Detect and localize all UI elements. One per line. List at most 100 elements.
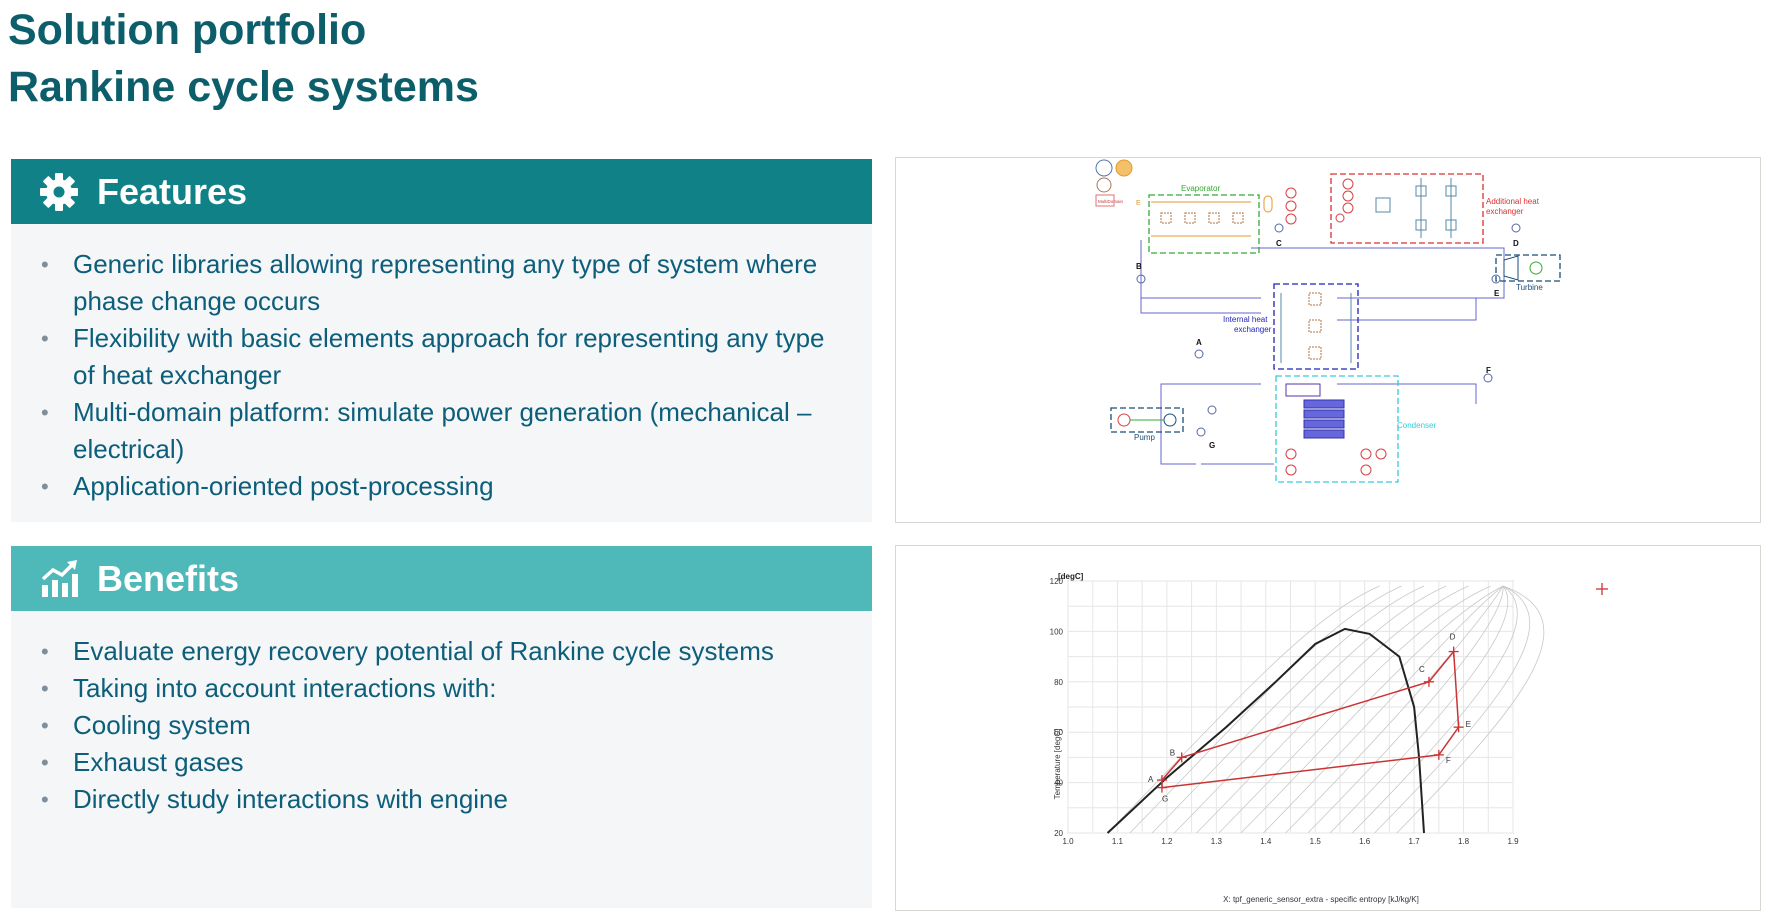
data-point: B: [1170, 748, 1187, 763]
x-tick-label: 1.9: [1507, 837, 1519, 846]
evaporator-e-tag: E: [1136, 200, 1141, 207]
condenser-core: [1303, 399, 1345, 439]
condenser-sources: [1285, 448, 1387, 476]
rankine-schematic-figure: MultiDomain Evaporator E: [895, 157, 1761, 523]
point-label-e: E: [1494, 289, 1500, 298]
cycle-piping: [1140, 240, 1505, 465]
data-point-label: B: [1170, 748, 1175, 757]
point-label-f: F: [1486, 366, 1491, 375]
internal-hx-box: [1273, 283, 1359, 370]
features-panel: Features Generic libraries allowing repr…: [11, 159, 872, 522]
list-item: Evaluate energy recovery potential of Ra…: [41, 633, 852, 670]
data-point-label: C: [1419, 665, 1425, 674]
y-axis-label: Temperature [degC]: [1053, 729, 1062, 800]
additional-hx-label-2: exchanger: [1486, 207, 1524, 216]
data-point: D: [1448, 633, 1459, 657]
isoline: [1151, 585, 1425, 834]
generator-shape: [1529, 261, 1543, 275]
x-tick-label: 1.6: [1359, 837, 1371, 846]
isoline: [1174, 585, 1447, 834]
pump-label: Pump: [1134, 433, 1155, 442]
x-axis-label: X: tpf_generic_sensor_extra - specific e…: [1223, 895, 1419, 904]
internal-hx-label-2: exchanger: [1234, 325, 1272, 334]
isoline: [1196, 585, 1469, 834]
title-line-2: Rankine cycle systems: [8, 63, 479, 111]
turbine-box: [1495, 254, 1561, 282]
pump-box: [1110, 407, 1184, 433]
data-point-label: A: [1148, 775, 1154, 784]
legend-icons: MultiDomain: [1095, 159, 1133, 207]
features-list: Generic libraries allowing representing …: [11, 224, 872, 505]
list-item: Exhaust gases: [41, 744, 852, 781]
evaporator-cells: [1160, 212, 1244, 224]
cycle-markers: A B C D E F G: [1148, 633, 1471, 804]
y-unit-label: [degC]: [1058, 572, 1084, 581]
isoline: [1396, 585, 1545, 834]
benefits-header: Benefits: [11, 546, 872, 611]
page-title: Solution portfolio Rankine cycle systems: [8, 2, 479, 116]
internal-hx-cells: [1308, 292, 1322, 360]
list-item: Taking into account interactions with:: [41, 670, 852, 707]
evaporator-sources: [1285, 187, 1297, 225]
list-item: Application-oriented post-processing: [41, 468, 852, 505]
additional-hx-label-1: Additional heat: [1486, 197, 1540, 206]
isoline: [1107, 585, 1380, 834]
saturation-dome: [1106, 627, 1425, 834]
schematic-svg: MultiDomain Evaporator E: [1095, 159, 1561, 483]
condenser-box: [1275, 375, 1399, 483]
data-point-label: E: [1466, 720, 1471, 729]
additional-hx-box: [1330, 173, 1484, 244]
pump-shape: [1163, 413, 1177, 427]
internal-hx-ports: [1280, 293, 1352, 363]
features-header: Features: [11, 159, 872, 224]
list-item: Generic libraries allowing representing …: [41, 246, 852, 320]
condenser-info-box: [1285, 383, 1321, 397]
turbine-label: Turbine: [1516, 283, 1543, 292]
isoline: [1307, 586, 1504, 834]
y-tick-label: 40: [1054, 779, 1063, 788]
x-tick-label: 1.3: [1211, 837, 1223, 846]
list-item: Multi-domain platform: simulate power ge…: [41, 394, 852, 468]
chart-growth-icon: [39, 559, 79, 599]
data-point-label: F: [1446, 756, 1451, 765]
isoline: [1329, 585, 1509, 834]
isoline: [1263, 585, 1504, 834]
list-item: Directly study interactions with engine: [41, 781, 852, 818]
y-tick-label: 80: [1054, 678, 1063, 687]
x-tick-label: 1.2: [1161, 837, 1173, 846]
chart-isolines: [1107, 585, 1545, 834]
data-point: E: [1453, 720, 1471, 733]
point-label-b: B: [1136, 262, 1142, 271]
x-tick-label: 1.0: [1062, 837, 1074, 846]
data-point-label: D: [1450, 633, 1456, 642]
y-tick-label: 20: [1054, 829, 1063, 838]
y-tick-label: 60: [1054, 728, 1063, 737]
state-point-labels: B C D E A F G: [1136, 239, 1519, 450]
multidomain-tag: MultiDomain: [1098, 199, 1124, 204]
turbine-shape: [1503, 255, 1519, 281]
point-label-a: A: [1196, 338, 1202, 347]
evaporator-label: Evaporator: [1181, 184, 1220, 193]
evaporator-box: [1148, 194, 1260, 254]
features-heading: Features: [97, 170, 248, 212]
internal-hx-label-1: Internal heat: [1223, 315, 1268, 324]
y-tick-label: 120: [1050, 577, 1064, 586]
data-point: G: [1156, 782, 1168, 804]
gear-icon: [39, 172, 79, 212]
isoline: [1352, 585, 1518, 834]
evaporator-fluid-line: [1151, 201, 1251, 237]
isoline: [1240, 585, 1504, 834]
cycle-line: [1161, 649, 1460, 789]
benefits-heading: Benefits: [97, 557, 240, 599]
x-tick-label: 1.8: [1458, 837, 1470, 846]
isoline: [1218, 585, 1491, 834]
additional-hx-cells: [1375, 178, 1457, 238]
data-point-label: G: [1162, 795, 1168, 804]
data-point: C: [1419, 665, 1434, 687]
title-line-1: Solution portfolio: [8, 6, 367, 54]
list-item: Cooling system: [41, 707, 852, 744]
pump-motor-shape: [1117, 413, 1131, 427]
